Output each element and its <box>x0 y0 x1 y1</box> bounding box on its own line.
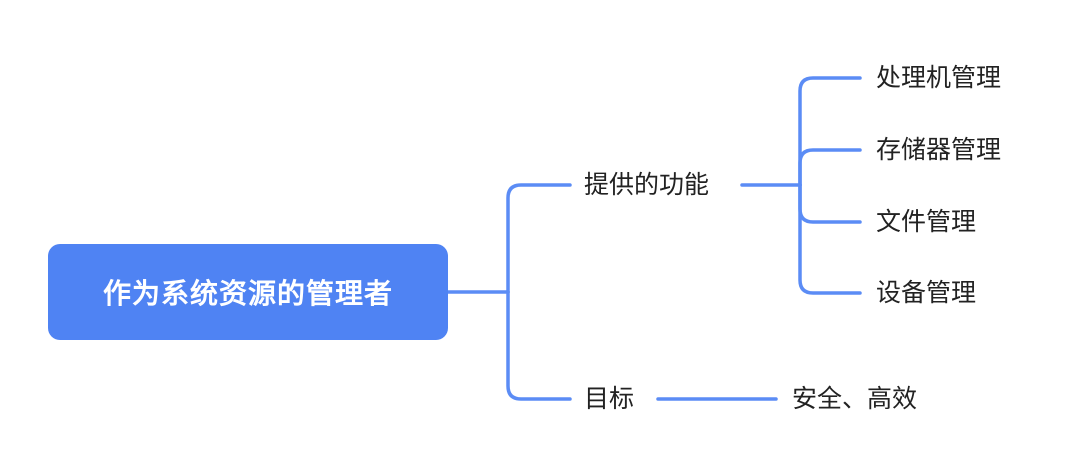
edge-functions-to-memory <box>798 148 862 187</box>
edge-functions-to-device <box>798 183 862 295</box>
branch-node-goal[interactable]: 目标 <box>584 384 635 413</box>
leaf-node-memory[interactable]: 存储器管理 <box>876 135 1002 164</box>
edge-root-to-functions <box>506 183 572 294</box>
leaf-node-safe-efficient[interactable]: 安全、高效 <box>792 384 918 413</box>
edge-root-to-goal <box>506 290 572 401</box>
branch-node-functions[interactable]: 提供的功能 <box>584 170 710 199</box>
leaf-node-file[interactable]: 文件管理 <box>876 207 977 236</box>
leaf-node-device[interactable]: 设备管理 <box>876 278 977 307</box>
edge-functions-to-cpu <box>798 76 862 187</box>
root-node[interactable]: 作为系统资源的管理者 <box>48 244 448 340</box>
leaf-node-processor[interactable]: 处理机管理 <box>876 63 1002 92</box>
edge-functions-to-file <box>798 183 862 224</box>
